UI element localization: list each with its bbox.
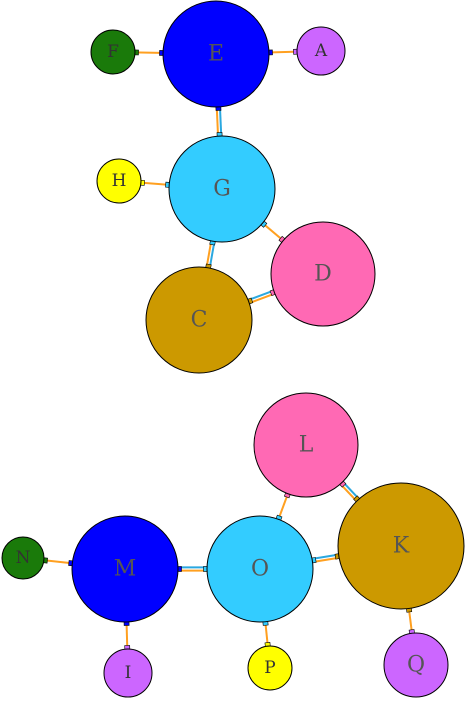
node-C[interactable]: C xyxy=(145,266,253,374)
node-circle[interactable] xyxy=(206,515,314,623)
node-label: L xyxy=(299,433,314,458)
node-circle[interactable] xyxy=(90,29,136,75)
node-label: C xyxy=(191,308,208,333)
node-O[interactable]: O xyxy=(206,515,314,623)
node-label: I xyxy=(125,663,132,683)
node-L[interactable]: L xyxy=(253,392,359,498)
node-circle[interactable] xyxy=(96,158,142,204)
node-label: A xyxy=(314,41,328,61)
node-E[interactable]: E xyxy=(162,0,270,108)
node-circle[interactable] xyxy=(162,0,270,108)
node-Q[interactable]: Q xyxy=(383,632,449,698)
node-circle[interactable] xyxy=(270,221,376,327)
node-label: E xyxy=(208,42,224,67)
node-N[interactable]: N xyxy=(1,536,45,580)
node-circle[interactable] xyxy=(337,482,465,610)
node-circle[interactable] xyxy=(253,392,359,498)
node-label: P xyxy=(264,658,275,678)
node-I[interactable]: I xyxy=(103,648,153,698)
node-circle[interactable] xyxy=(103,648,153,698)
node-D[interactable]: D xyxy=(270,221,376,327)
node-circle[interactable] xyxy=(145,266,253,374)
node-circle[interactable] xyxy=(71,515,179,623)
node-label: F xyxy=(107,42,119,62)
node-A[interactable]: A xyxy=(296,26,346,76)
node-label: Q xyxy=(407,653,425,678)
node-label: G xyxy=(213,177,231,202)
node-G[interactable]: G xyxy=(168,135,276,243)
node-F[interactable]: F xyxy=(90,29,136,75)
node-label: K xyxy=(393,534,410,559)
node-label: D xyxy=(314,262,332,287)
node-circle[interactable] xyxy=(1,536,45,580)
node-circle[interactable] xyxy=(296,26,346,76)
node-label: O xyxy=(251,557,269,582)
node-H[interactable]: H xyxy=(96,158,142,204)
node-label: M xyxy=(114,557,137,582)
node-circle[interactable] xyxy=(247,645,293,691)
node-P[interactable]: P xyxy=(247,645,293,691)
node-label: N xyxy=(16,548,31,568)
node-M[interactable]: M xyxy=(71,515,179,623)
node-label: H xyxy=(112,171,127,191)
node-circle[interactable] xyxy=(383,632,449,698)
node-circle[interactable] xyxy=(168,135,276,243)
node-K[interactable]: K xyxy=(337,482,465,610)
